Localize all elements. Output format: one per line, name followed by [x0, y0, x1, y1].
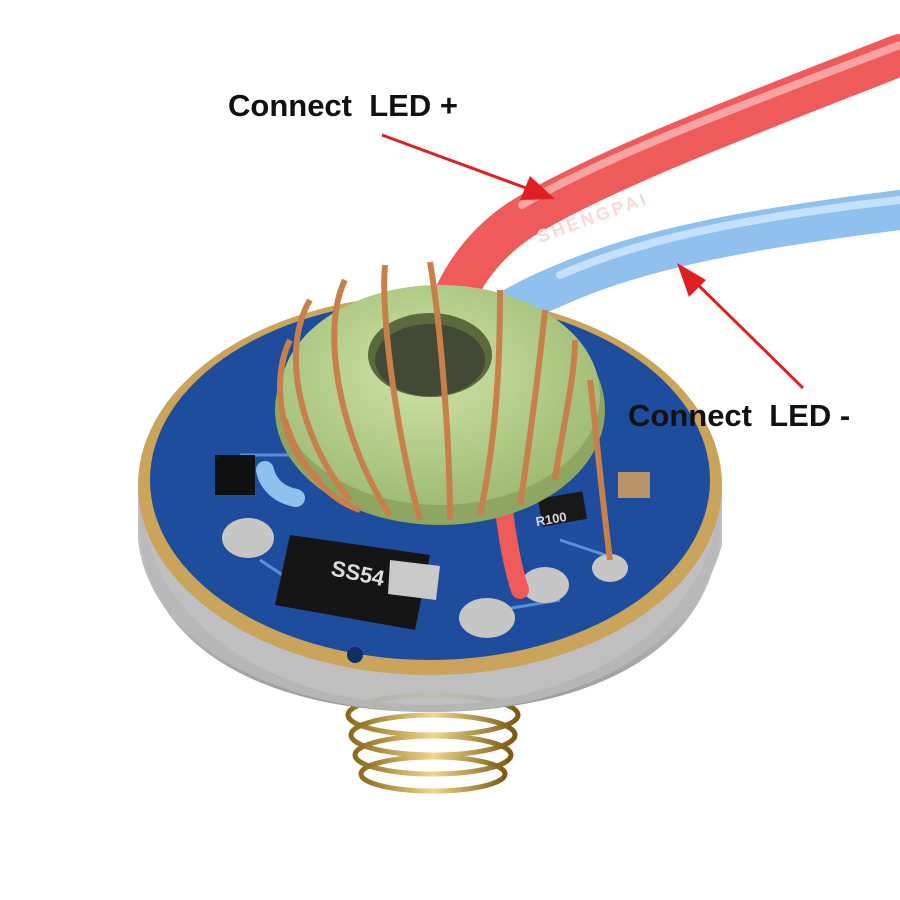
resistor-chip — [537, 491, 588, 527]
solder-pad — [459, 598, 515, 638]
capacitor — [618, 472, 650, 498]
ss54-diode: SS54 — [275, 535, 440, 630]
toroid-inductor — [275, 261, 613, 561]
resistor-marking: R100 — [535, 509, 568, 529]
solder-pad — [521, 567, 569, 603]
copper-winding — [277, 261, 613, 561]
solder-pad — [222, 518, 274, 558]
led-minus-label: Connect LED - — [628, 398, 851, 433]
arrow-led-minus — [677, 263, 805, 390]
led-plus-label: Connect LED + — [228, 88, 458, 123]
arrow-led-plus — [381, 133, 555, 200]
ic-chip — [215, 455, 255, 495]
solder-pad — [592, 554, 628, 582]
